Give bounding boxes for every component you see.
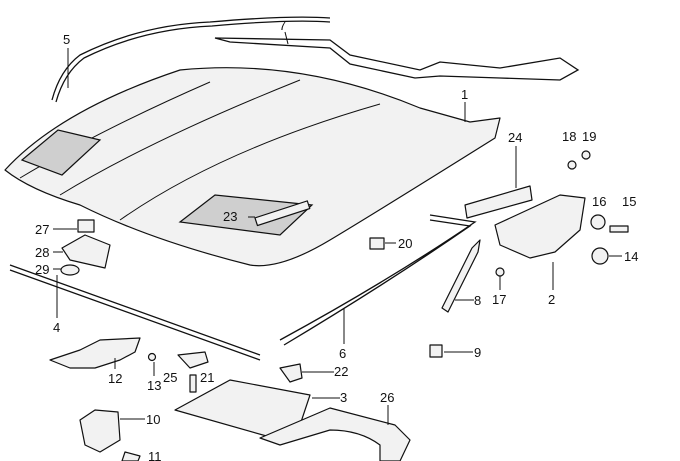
buffer-20 (369, 237, 385, 250)
callout-11: 11 (148, 449, 162, 461)
callout-19: 19 (582, 129, 596, 144)
rear-seal-strip (51, 16, 331, 101)
callout-17: 17 (492, 292, 506, 307)
bracket-21 (177, 351, 209, 369)
leader-lines (53, 31, 622, 425)
callout-28: 28 (35, 245, 49, 260)
callout-23: 23 (223, 209, 237, 224)
callout-12: 12 (108, 371, 122, 386)
callout-15: 15 (622, 194, 636, 209)
hinge-cover (464, 185, 533, 219)
callout-2: 2 (548, 292, 555, 307)
sound-panel (174, 379, 311, 438)
callout-1: 1 (461, 87, 468, 102)
callout-16: 16 (592, 194, 606, 209)
hinge (494, 194, 586, 259)
callout-6: 6 (339, 346, 346, 361)
hood (4, 67, 501, 267)
callout-22: 22 (334, 364, 348, 379)
frame-26 (259, 407, 411, 461)
callout-29: 29 (35, 262, 49, 277)
release-lever (49, 337, 141, 369)
callout-8: 8 (474, 293, 481, 308)
callout-3: 3 (340, 390, 347, 405)
seal-frame (214, 37, 580, 81)
front-seal-strip (9, 264, 261, 361)
callout-5: 5 (63, 32, 70, 47)
grommet (60, 264, 80, 276)
callout-labels: 5 7 1 24 18 19 16 15 14 2 17 8 9 23 20 2… (35, 18, 638, 461)
side-seal (279, 214, 477, 346)
rubber-buffer (77, 219, 95, 233)
callout-27: 27 (35, 222, 49, 237)
gas-strut (441, 239, 481, 313)
callout-7: 7 (279, 18, 286, 33)
callout-13: 13 (147, 378, 161, 393)
callout-20: 20 (398, 236, 412, 251)
callout-4: 4 (53, 320, 60, 335)
hood-lock (79, 409, 121, 453)
callout-18: 18 (562, 129, 576, 144)
callout-10: 10 (146, 412, 160, 427)
callout-14: 14 (624, 249, 638, 264)
callout-9: 9 (474, 345, 481, 360)
holder-22 (279, 363, 303, 383)
callout-26: 26 (380, 390, 394, 405)
callout-21: 21 (200, 370, 214, 385)
callout-25: 25 (163, 370, 177, 385)
callout-24: 24 (508, 130, 522, 145)
bracket-28 (61, 234, 111, 269)
